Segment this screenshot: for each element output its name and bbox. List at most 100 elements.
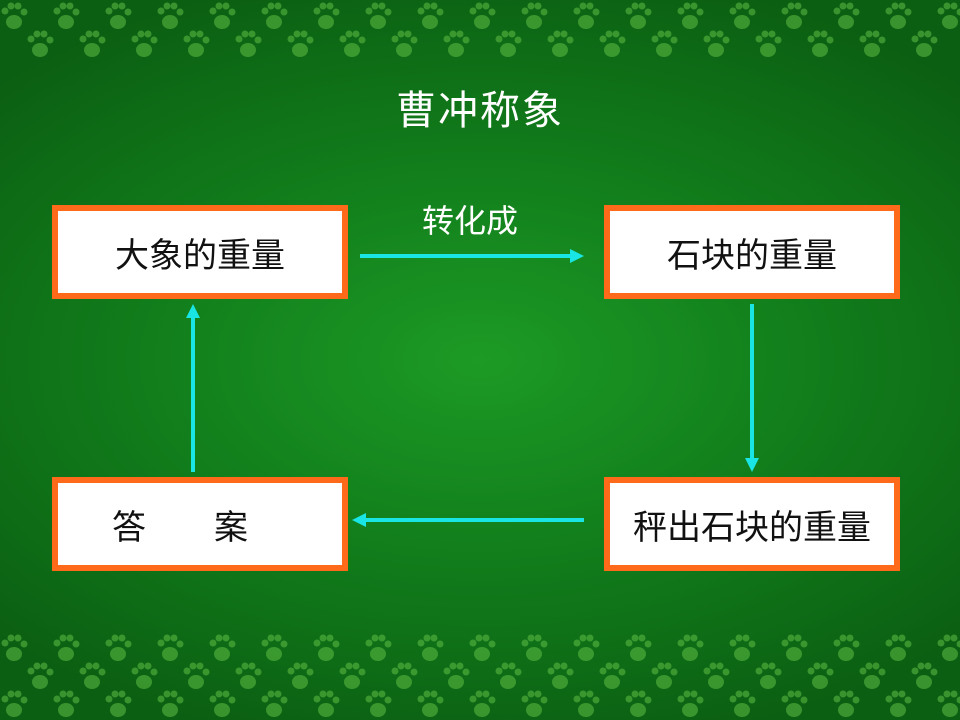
paw-print-icon <box>573 634 600 661</box>
paw-print-icon <box>781 2 808 29</box>
paw-print-icon <box>677 690 704 717</box>
paw-print-icon <box>937 634 960 661</box>
paw-print-icon <box>53 634 80 661</box>
paw-print-icon <box>625 690 652 717</box>
paw-print-icon <box>781 690 808 717</box>
paw-print-icon <box>27 30 54 57</box>
paw-print-icon <box>183 30 210 57</box>
paw-print-icon <box>781 634 808 661</box>
paw-print-icon <box>365 690 392 717</box>
paw-print-icon <box>209 2 236 29</box>
paw-print-icon <box>443 662 470 689</box>
paw-print-icon <box>261 2 288 29</box>
paw-print-icon <box>235 30 262 57</box>
paw-print-icon <box>261 634 288 661</box>
node-weigh-stones: 秤出石块的重量 <box>604 477 900 571</box>
paw-print-icon <box>105 2 132 29</box>
arrow-right-head <box>570 249 584 263</box>
paw-print-icon <box>495 30 522 57</box>
paw-print-icon <box>547 30 574 57</box>
paw-print-icon <box>729 634 756 661</box>
paw-print-icon <box>157 2 184 29</box>
paw-print-icon <box>287 30 314 57</box>
paw-print-icon <box>859 30 886 57</box>
node-stone-weight-label: 石块的重量 <box>667 235 837 276</box>
paw-print-icon <box>1 2 28 29</box>
paw-print-icon <box>885 634 912 661</box>
paw-print-icon <box>859 662 886 689</box>
paw-print-icon <box>313 634 340 661</box>
paw-print-icon <box>105 690 132 717</box>
paw-print-icon <box>469 690 496 717</box>
paw-print-icon <box>417 690 444 717</box>
paw-print-icon <box>157 690 184 717</box>
paw-print-icon <box>625 2 652 29</box>
node-answer-label: 答 案 <box>112 507 248 548</box>
paw-print-icon <box>755 30 782 57</box>
paw-print-icon <box>573 2 600 29</box>
arrow-left-head <box>352 513 366 527</box>
paw-print-icon <box>365 634 392 661</box>
paw-print-icon <box>651 662 678 689</box>
paw-print-icon <box>885 690 912 717</box>
node-elephant-weight: 大象的重量 <box>52 205 348 299</box>
paw-print-icon <box>651 30 678 57</box>
paw-pattern-top <box>1 2 960 57</box>
paw-print-icon <box>807 30 834 57</box>
paw-print-icon <box>469 2 496 29</box>
paw-print-icon <box>131 30 158 57</box>
paw-print-icon <box>339 662 366 689</box>
paw-print-icon <box>833 634 860 661</box>
paw-print-icon <box>79 30 106 57</box>
paw-print-icon <box>703 662 730 689</box>
paw-print-icon <box>417 2 444 29</box>
paw-print-icon <box>677 2 704 29</box>
paw-print-icon <box>209 690 236 717</box>
arrow-down-head <box>745 458 759 472</box>
node-weigh-stones-label: 秤出石块的重量 <box>633 507 871 548</box>
paw-print-icon <box>833 690 860 717</box>
paw-print-icon <box>365 2 392 29</box>
paw-print-icon <box>1 634 28 661</box>
paw-print-icon <box>53 690 80 717</box>
paw-print-icon <box>547 662 574 689</box>
paw-print-icon <box>417 634 444 661</box>
paw-print-icon <box>469 634 496 661</box>
paw-print-icon <box>521 2 548 29</box>
paw-print-icon <box>833 2 860 29</box>
paw-print-icon <box>703 30 730 57</box>
paw-print-icon <box>1 690 28 717</box>
node-answer: 答 案 <box>52 477 348 571</box>
paw-print-icon <box>79 662 106 689</box>
paw-print-icon <box>521 634 548 661</box>
paw-print-icon <box>729 690 756 717</box>
slide-title: 曹冲称象 <box>396 88 564 134</box>
paw-print-icon <box>573 690 600 717</box>
paw-print-icon <box>755 662 782 689</box>
paw-print-icon <box>313 2 340 29</box>
paw-print-icon <box>937 690 960 717</box>
paw-print-icon <box>391 30 418 57</box>
node-elephant-weight-label: 大象的重量 <box>115 235 285 276</box>
paw-print-icon <box>339 30 366 57</box>
paw-print-icon <box>287 662 314 689</box>
paw-print-icon <box>807 662 834 689</box>
paw-print-icon <box>391 662 418 689</box>
node-stone-weight: 石块的重量 <box>604 205 900 299</box>
paw-print-icon <box>599 662 626 689</box>
paw-print-icon <box>677 634 704 661</box>
paw-print-icon <box>495 662 522 689</box>
paw-print-icon <box>157 634 184 661</box>
paw-print-icon <box>911 30 938 57</box>
paw-pattern-bottom <box>1 634 960 717</box>
paw-print-icon <box>105 634 132 661</box>
arrow-up-head <box>186 304 200 318</box>
paw-print-icon <box>521 690 548 717</box>
edge-label-convert: 转化成 <box>421 202 518 240</box>
paw-print-icon <box>27 662 54 689</box>
paw-print-icon <box>53 2 80 29</box>
paw-print-icon <box>209 634 236 661</box>
paw-print-icon <box>937 2 960 29</box>
paw-print-icon <box>131 662 158 689</box>
paw-print-icon <box>599 30 626 57</box>
